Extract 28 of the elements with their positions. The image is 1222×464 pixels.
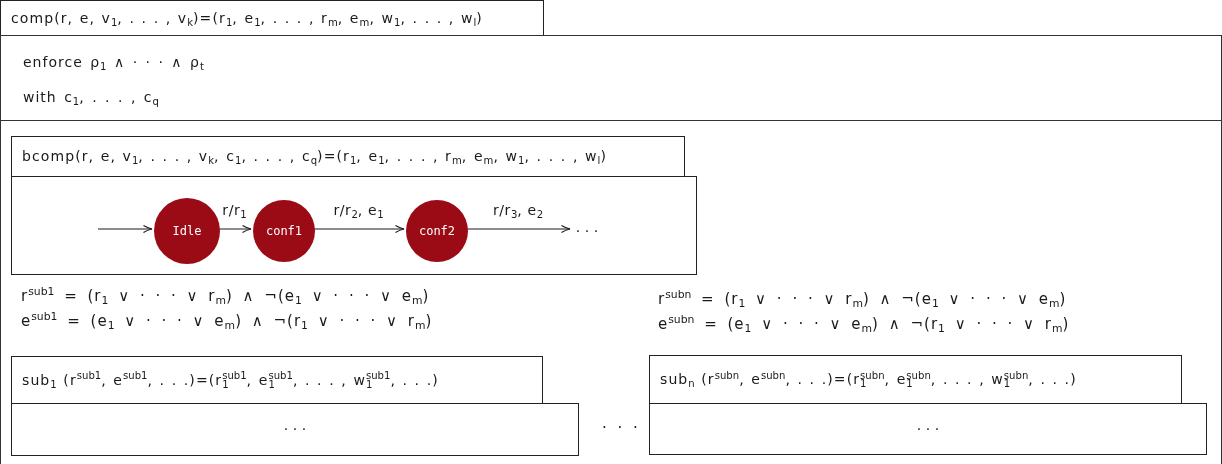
formula-text: e$^{sub1}$ = (e$_{1}$ ∨ · · · ∨ e$_{m}$) ∧ ¬(r$_{1}$ ∨ · · · ∨ r$_{m}$) (21, 312, 433, 330)
state-label: conf1 (265, 223, 303, 239)
signature-text: sub$_{1}$ (r$^{sub1}$, e$^{sub1}$, . . .)=(r$_{1}$$^{sub1}$, e$_{1}$$^{sub1}$, . . . , w$_{1}$$^{sub1}$, . . .) (22, 371, 439, 389)
formula-text: e$^{subn}$ = (e$_{1}$ ∨ · · · ∨ e$_{m}$) ∧ ¬(r$_{1}$ ∨ · · · ∨ r$_{m}$) (658, 315, 1070, 333)
ellipsis-text: · · · (602, 419, 639, 437)
formula-text: r$^{sub1}$ = (r$_{1}$ ∨ · · · ∨ r$_{m}$) ∧ ¬(e$_{1}$ ∨ · · · ∨ e$_{m}$) (21, 287, 430, 305)
title-tab (11, 136, 685, 177)
signature-text: sub$_{n}$ (r$^{subn}$, e$^{subn}$, . . .)=(r$_{1}$$^{subn}$, e$_{1}$$^{subn}$, . . . , w$_{1}$$^{subn}$, . . .) (660, 371, 1077, 388)
title-tab (649, 355, 1182, 404)
compartment-box (0, 120, 1222, 464)
compartment-box (0, 35, 1222, 121)
state-label: conf2 (418, 223, 456, 239)
title-tab (11, 356, 543, 404)
ellipsis-text: · · · (283, 421, 307, 438)
signature-text: comp(r, e, v$_{1}$, . . . , v$_{k}$)=(r$_{1}$, e$_{1}$, . . . , r$_{m}$, e$_{m}$, w$_{1}$, . . . , w$_{l}$) (11, 9, 483, 27)
state-label: Idle (172, 223, 202, 239)
edge-label: r/r$_{1}$ (221, 202, 248, 219)
clause-text: enforce ρ$_{1}$ ∧ · · · ∧ ρ$_{t}$ (23, 54, 204, 71)
component-box (649, 403, 1207, 455)
clause-text: with c$_{1}$, . . . , c$_{q}$ (23, 89, 159, 106)
formula-text: r$^{subn}$ = (r$_{1}$ ∨ · · · ∨ r$_{m}$) ∧ ¬(e$_{1}$ ∨ · · · ∨ e$_{m}$) (658, 290, 1067, 308)
ellipsis-text: · · · (916, 420, 940, 438)
edge-label: r/r$_{3}$, e$_{2}$ (491, 202, 545, 219)
component-box (11, 403, 579, 456)
title-tab (0, 0, 544, 36)
signature-text: bcomp(r, e, v$_{1}$, . . . , v$_{k}$, c$_{1}$, . . . , c$_{q}$)=(r$_{1}$, e$_{1}$, . . . , r$_{m}$, e$_{m}$, w$_{1}$, . . . , w$_{l}$) (22, 148, 607, 165)
ellipsis-text: · · · (572, 221, 602, 241)
edge-label: r/r$_{2}$, e$_{1}$ (332, 202, 385, 219)
